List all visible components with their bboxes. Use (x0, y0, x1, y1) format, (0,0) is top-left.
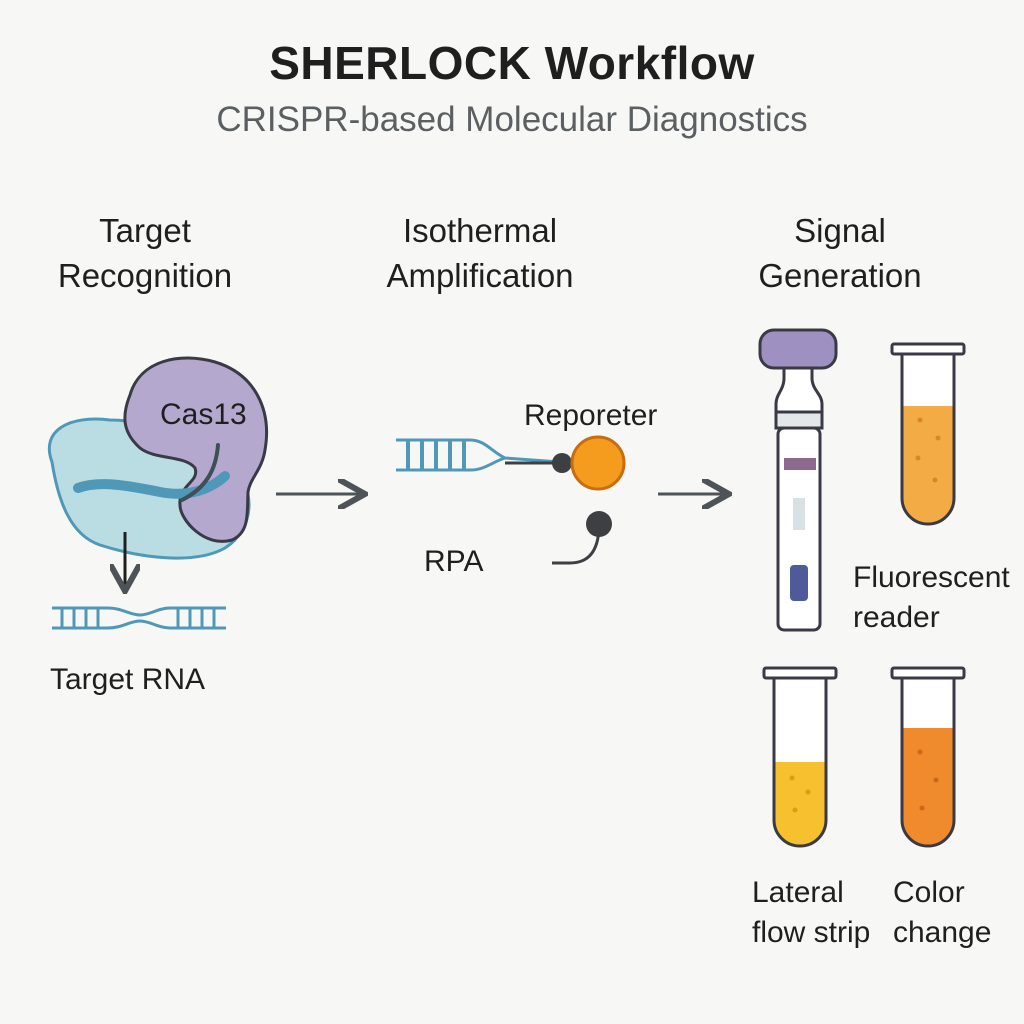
fluorescent-reader-tube (890, 342, 966, 526)
rpa-illustration (552, 511, 612, 565)
lateral-flow-strip-label: Lateral flow strip (752, 873, 870, 953)
label-line: reader (853, 601, 940, 634)
step-heading-signal-generation: Signal Generation (720, 208, 960, 298)
page-subtitle: CRISPR-based Molecular Diagnostics (216, 100, 808, 139)
step-heading-line: Generation (758, 257, 922, 294)
rpa-dot (586, 511, 612, 537)
reporter-label: Reporeter (524, 399, 658, 432)
rpa-label: RPA (424, 545, 484, 578)
label-line: Lateral (752, 876, 844, 909)
lateral-flow-tube (762, 666, 838, 848)
target-rna-label: Target RNA (50, 663, 206, 696)
label-line: change (893, 916, 992, 949)
step-heading-line: Target (99, 212, 191, 249)
color-change-label: Color change (893, 873, 991, 953)
device-cap (758, 328, 838, 370)
target-rna-strand-in-complex (73, 471, 230, 499)
label-line: Fluorescent (853, 561, 1010, 594)
cas13-complex-illustration (47, 356, 269, 588)
sample-window (793, 498, 805, 530)
test-line (784, 458, 816, 470)
label-line: flow strip (752, 916, 871, 949)
quencher-dot (552, 453, 572, 473)
step-heading-line: Recognition (57, 257, 233, 294)
control-dot (790, 565, 808, 601)
page-title: SHERLOCK Workflow (269, 37, 755, 89)
cas13-label: Cas13 (160, 398, 247, 431)
target-rna-illustration (52, 606, 226, 630)
fluorescent-reader-label: Fluorescent reader (853, 558, 1010, 638)
step-heading-isothermal-amplification: Isothermal Amplification (350, 208, 610, 298)
reporter-fluorophore (570, 435, 626, 491)
lateral-flow-device (758, 328, 838, 632)
crrna-guide-strand (180, 443, 220, 502)
step-heading-line: Isothermal (402, 212, 558, 249)
reporter-illustration (396, 435, 626, 491)
cas13-protein-shape (123, 356, 269, 543)
color-change-tube (890, 666, 966, 848)
step-heading-target-recognition: Target Recognition (20, 208, 270, 298)
step-heading-line: Amplification (386, 257, 574, 294)
label-line: Color (893, 876, 965, 909)
step-heading-line: Signal (794, 212, 886, 249)
